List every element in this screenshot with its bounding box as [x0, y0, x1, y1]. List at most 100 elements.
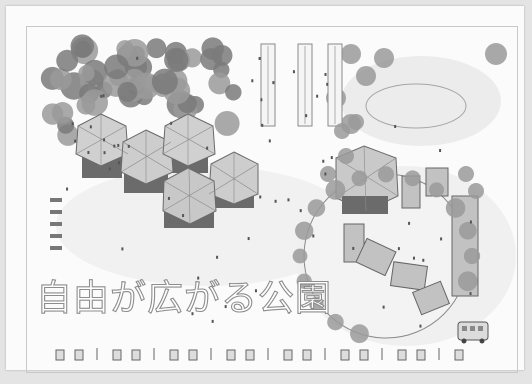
person-figure: [121, 247, 124, 251]
tree: [104, 54, 129, 80]
person-figure: [352, 246, 355, 250]
parked-car: [359, 349, 369, 361]
parked-car: [169, 349, 179, 361]
person-figure: [439, 149, 442, 153]
person-figure: [251, 79, 254, 83]
tree: [116, 40, 134, 58]
parked-car: [226, 349, 236, 361]
tree: [51, 102, 74, 124]
tree: [468, 183, 484, 199]
person-figure: [299, 209, 302, 213]
parking-row: [55, 348, 464, 361]
tree: [214, 110, 240, 136]
tree: [458, 166, 474, 182]
tree: [117, 81, 138, 102]
person-figure: [287, 310, 290, 314]
tree: [296, 273, 312, 289]
tree: [208, 72, 231, 95]
person-figure: [191, 312, 194, 316]
person-figure: [102, 94, 105, 98]
person-figure: [305, 302, 308, 306]
person-figure: [197, 276, 200, 280]
person-figure: [259, 195, 262, 199]
person-figure: [419, 324, 422, 328]
tree: [307, 199, 326, 217]
person-figure: [261, 123, 264, 127]
hex-pavilion-cluster: [75, 113, 259, 228]
person-figure: [324, 172, 327, 176]
person-figure: [66, 187, 69, 191]
tree: [445, 198, 466, 218]
parked-car: [283, 349, 293, 361]
parked-car: [188, 349, 198, 361]
person-figure: [412, 256, 415, 260]
tree: [429, 182, 445, 198]
scattered-people: [66, 56, 472, 328]
person-figure: [316, 94, 319, 98]
parked-car: [131, 349, 141, 361]
tree: [374, 48, 394, 68]
person-figure: [382, 305, 385, 309]
tree: [351, 170, 368, 187]
person-figure: [224, 305, 227, 309]
tree: [292, 248, 308, 264]
person-figure: [71, 122, 74, 126]
person-figure: [127, 144, 130, 148]
person-figure: [305, 114, 308, 118]
person-figure: [312, 234, 315, 238]
tree: [309, 296, 324, 312]
tree: [463, 247, 481, 265]
person-figure: [167, 196, 170, 200]
parked-car: [454, 349, 464, 361]
person-figure: [170, 121, 173, 125]
person-figure: [469, 292, 472, 296]
person-figure: [287, 198, 290, 202]
person-figure: [330, 156, 333, 160]
tree: [320, 166, 336, 182]
parked-car: [112, 349, 122, 361]
tree: [225, 84, 242, 101]
tree: [146, 38, 167, 59]
person-figure: [103, 151, 106, 155]
tree: [50, 68, 72, 91]
event-plaza: [365, 43, 507, 129]
person-figure: [211, 319, 214, 323]
person-figure: [100, 94, 103, 98]
tree: [81, 89, 109, 116]
bench-stack: [50, 198, 62, 250]
person-figure: [326, 82, 329, 86]
pergola-lanes: [260, 43, 343, 127]
tree: [377, 166, 395, 183]
person-figure: [274, 199, 277, 203]
parked-car: [55, 349, 65, 361]
tree: [350, 324, 369, 344]
tree: [327, 313, 344, 331]
tree: [404, 170, 421, 187]
parked-car: [340, 349, 350, 361]
tree: [325, 180, 346, 200]
tree: [457, 271, 478, 292]
person-figure: [117, 143, 120, 147]
person-figure: [292, 70, 295, 74]
tree: [341, 44, 361, 64]
tree: [334, 123, 350, 139]
park-title: 自由が広がる公園: [35, 277, 333, 319]
person-figure: [268, 139, 271, 143]
parked-car: [416, 349, 426, 361]
parked-car: [397, 349, 407, 361]
person-figure: [182, 214, 185, 218]
park-illustration: [40, 34, 516, 361]
person-figure: [324, 72, 327, 76]
trees-around-plaza: [292, 114, 484, 344]
tree: [458, 221, 477, 240]
bus: [457, 321, 489, 344]
person-figure: [254, 289, 257, 293]
person-figure: [440, 237, 443, 241]
tree: [356, 66, 376, 86]
person-figure: [87, 150, 90, 154]
tree: [70, 34, 95, 58]
person-figure: [247, 237, 250, 241]
tree: [78, 65, 95, 82]
person-figure: [136, 56, 139, 60]
person-figure: [108, 167, 111, 171]
